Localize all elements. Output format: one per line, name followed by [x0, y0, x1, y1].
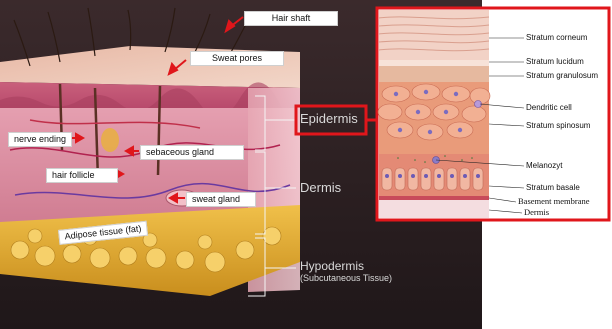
detail-stratum-lucidum: [379, 60, 489, 66]
detail-label-dendritic-cell: Dendritic cell: [526, 103, 572, 113]
label-sweat-gland: sweat gland: [186, 192, 256, 207]
detail-label-melanozyt: Melanozyt: [526, 161, 562, 171]
layer-label-hypodermis: Hypodermis: [300, 259, 364, 273]
layer-label-hypodermis-sub: (Subcutaneous Tissue): [300, 273, 392, 283]
label-hair-follicle: hair follicle: [46, 168, 118, 183]
detail-stratum-corneum: [379, 10, 489, 60]
detail-stratum-granulosum: [379, 66, 489, 82]
label-sweat-pores: Sweat pores: [190, 51, 284, 66]
label-hair-shaft: Hair shaft: [244, 11, 338, 26]
detail-label-stratum-basale: Stratum basale: [526, 183, 580, 193]
layer-label-dermis: Dermis: [300, 180, 341, 195]
detail-label-stratum-lucidum: Stratum lucidum: [526, 57, 584, 67]
label-sebaceous-gland: sebaceous gland: [140, 145, 244, 160]
detail-label-stratum-spinosum: Stratum spinosum: [526, 121, 590, 131]
detail-dermis: [379, 200, 489, 218]
detail-label-stratum-corneum: Stratum corneum: [526, 33, 587, 43]
detail-stratum-basale: [379, 154, 489, 196]
detail-label-basement-membrane: Basement membrane: [518, 196, 590, 206]
detail-label-dermis: Dermis: [524, 207, 549, 217]
label-nerve-ending: nerve ending: [8, 132, 72, 147]
sebaceous-gland-blob: [101, 128, 119, 152]
detail-stratum-spinosum: [378, 82, 490, 154]
detail-basement-membrane: [379, 196, 489, 200]
detail-label-stratum-granulosum: Stratum granulosum: [526, 71, 598, 81]
layer-label-epidermis: Epidermis: [300, 111, 358, 126]
